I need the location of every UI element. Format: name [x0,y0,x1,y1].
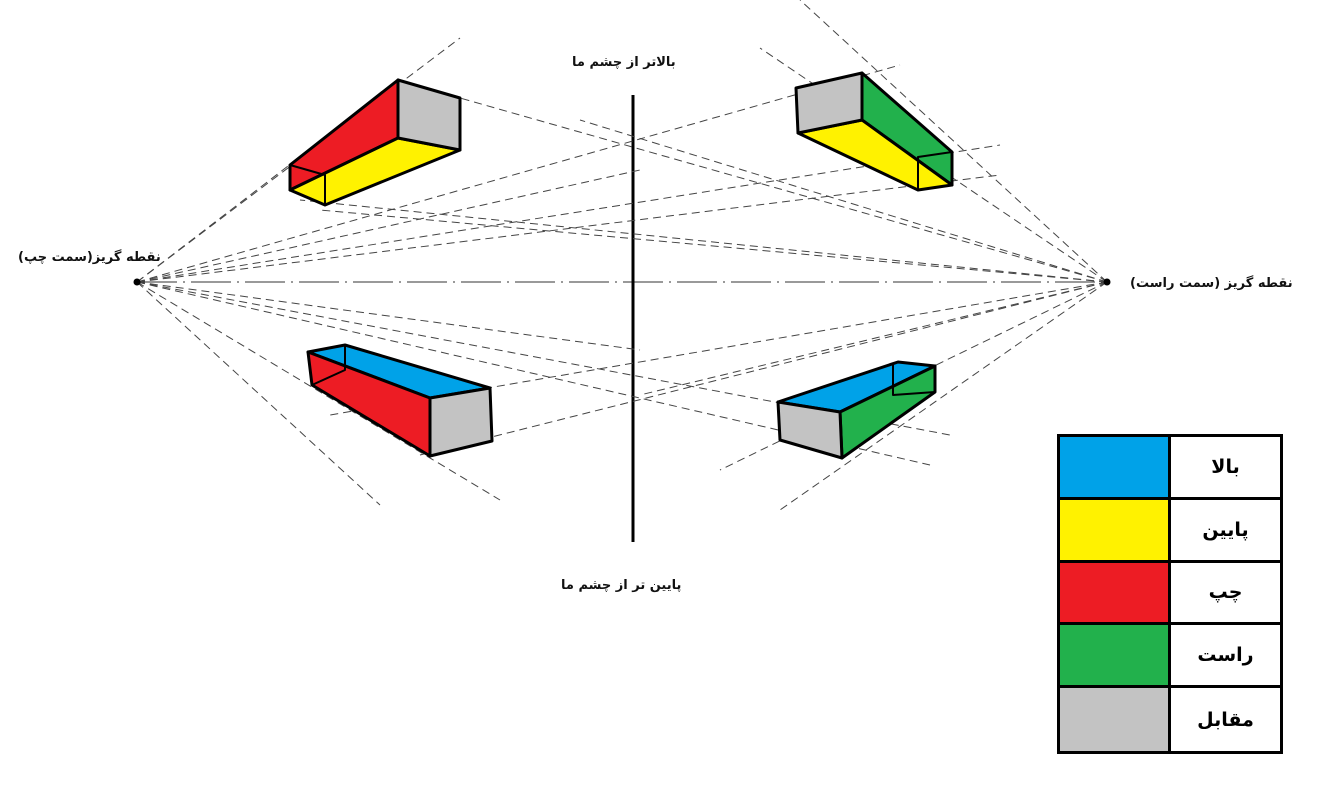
legend-row-top: بالا [1060,437,1280,500]
legend-swatch-left [1060,562,1171,623]
box-top-right [794,71,954,192]
legend-row-bottom: پایین [1060,499,1280,563]
legend-row-left: چپ [1060,562,1280,626]
legend-swatch-front [1060,688,1171,751]
legend-label-right: راست [1197,644,1254,667]
label-above-eye: بالاتر از چشم ما [572,55,676,70]
left-vanishing-point [133,278,141,286]
legend-swatch-bottom [1060,499,1171,560]
legend-label-top: بالا [1211,455,1240,478]
label-vanishing-point-left: نقطه گریز(سمت چپ) [18,250,161,265]
right-vanishing-point [1103,278,1111,286]
legend-label-front: مقابل [1197,708,1254,731]
legend-row-front: مقابل [1060,688,1280,751]
legend-swatch-top [1060,437,1171,497]
legend-label-left: چپ [1208,581,1243,604]
box-bottom-left [306,343,494,458]
color-legend: بالا پایین چپ راست مقابل [1057,434,1283,754]
label-vanishing-point-right: نقطه گریز (سمت راست) [1130,276,1293,291]
legend-label-bottom: پایین [1202,518,1249,541]
box-bottom-right [776,360,937,460]
legend-row-right: راست [1060,625,1280,689]
legend-swatch-right [1060,625,1171,686]
box-top-left [288,78,462,207]
label-below-eye: پایین تر از چشم ما [561,578,682,593]
